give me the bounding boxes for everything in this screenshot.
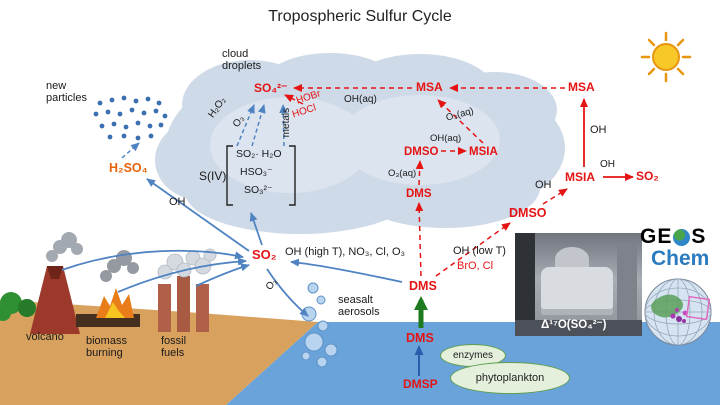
photo-instrument-body bbox=[541, 267, 613, 315]
label-oh-3: OH bbox=[600, 159, 615, 170]
label-so2-main: SO₂ bbox=[252, 247, 277, 262]
label-new-particles: new particles bbox=[46, 80, 87, 105]
label-so2-h2o: SO₂· H₂O bbox=[236, 148, 282, 160]
volcano-smoke bbox=[46, 232, 83, 262]
page-title: Tropospheric Sulfur Cycle bbox=[268, 8, 452, 25]
label-dmsp: DMSP bbox=[403, 377, 438, 391]
label-oh-aq-1: OH(aq) bbox=[344, 94, 377, 105]
geos-chem-text: Chem bbox=[651, 247, 710, 270]
geos-globe-icon bbox=[673, 228, 691, 246]
label-seasalt: seasalt aerosols bbox=[338, 294, 380, 319]
label-dmso-cloud: DMSO bbox=[404, 146, 439, 158]
geos-text-s: S bbox=[691, 225, 707, 248]
seasalt-bubbles bbox=[301, 282, 338, 368]
photo-column bbox=[617, 243, 637, 321]
blue-arrows bbox=[61, 178, 403, 317]
label-bro-cl: BrO, Cl bbox=[457, 260, 494, 272]
label-msa-left: MSA bbox=[416, 80, 443, 94]
model-globe-figure bbox=[644, 278, 712, 346]
label-dms-ocean: DMS bbox=[406, 331, 434, 345]
red-solid-arrows bbox=[580, 98, 634, 181]
label-msia-cloud: MSIA bbox=[469, 146, 498, 158]
label-h2so4: H₂SO₄ bbox=[109, 161, 148, 175]
red-dashed-arrows bbox=[284, 84, 568, 277]
lab-photo: Δ¹⁷O(SO₄²⁻) bbox=[515, 233, 642, 336]
geos-chem-logo: GE S bbox=[640, 225, 706, 249]
biomass-fire-icon bbox=[76, 288, 140, 327]
label-siv: S(IV) bbox=[199, 169, 227, 183]
label-dmso-right: DMSO bbox=[509, 206, 547, 220]
siv-brackets bbox=[226, 145, 296, 206]
label-dms-cloud: DMS bbox=[406, 188, 432, 200]
photo-bench bbox=[515, 320, 642, 336]
volcano-icon bbox=[30, 266, 80, 334]
label-oh-4: OH bbox=[590, 124, 607, 136]
label-oh-high-t: OH (high T), NO₃, Cl, O₃ bbox=[285, 246, 405, 258]
trees-icon bbox=[0, 292, 36, 321]
label-oh-2: OH bbox=[535, 179, 552, 191]
photo-cabinet bbox=[515, 233, 535, 336]
label-oh-aq-2: OH(aq) bbox=[430, 133, 462, 144]
label-delta17o: Δ¹⁷O(SO₄²⁻) bbox=[541, 319, 607, 331]
label-oh-1: OH bbox=[169, 196, 186, 208]
sun-icon bbox=[640, 31, 692, 83]
phytoplankton-oval: phytoplankton bbox=[450, 362, 570, 394]
label-so2-right: SO₂ bbox=[636, 169, 659, 183]
label-hso3: HSO₃⁻ bbox=[240, 166, 273, 178]
label-oh-low-t: OH (low T) bbox=[453, 245, 506, 257]
label-phytoplankton: phytoplankton bbox=[475, 372, 545, 384]
label-volcano: volcano bbox=[26, 331, 64, 343]
label-dms-mid: DMS bbox=[409, 279, 437, 293]
label-so3: SO₃²⁻ bbox=[244, 184, 273, 196]
new-particle-dots bbox=[93, 95, 168, 141]
stack-smoke bbox=[157, 248, 217, 280]
label-msia-right: MSIA bbox=[565, 170, 595, 184]
blue-dashed-arrows bbox=[121, 104, 288, 159]
label-o3-aq-2: O₃(aq) bbox=[388, 168, 417, 179]
label-so4: SO₄²⁻ bbox=[254, 81, 288, 95]
label-msa-right: MSA bbox=[568, 80, 595, 94]
label-biomass: biomass burning bbox=[86, 335, 127, 360]
label-fossil: fossil fuels bbox=[161, 335, 187, 360]
label-enzymes: enzymes bbox=[452, 350, 493, 361]
smokestacks-icon bbox=[158, 276, 209, 332]
label-cloud-droplets: cloud droplets bbox=[222, 48, 262, 73]
geos-text-ge: GE bbox=[640, 225, 673, 248]
cloud-shape bbox=[155, 53, 565, 234]
